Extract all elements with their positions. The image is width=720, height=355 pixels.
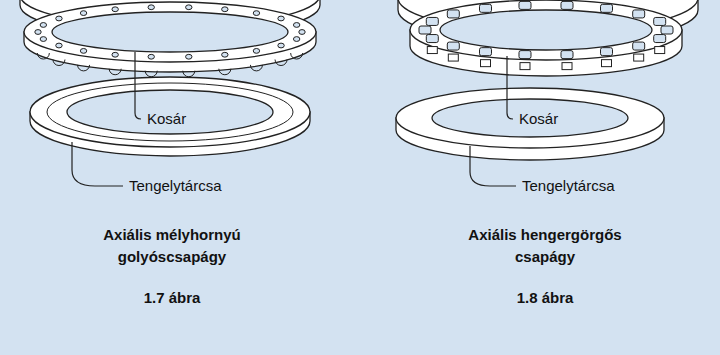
roller-pocket	[480, 48, 492, 56]
roller-pocket	[601, 48, 613, 56]
cage-hole	[293, 23, 299, 28]
ball-pocket	[145, 71, 157, 77]
cage-hole	[253, 11, 259, 16]
figure-caption: 1.7 ábra	[77, 287, 267, 309]
cage-hole	[80, 48, 86, 53]
roller	[634, 54, 644, 61]
figure-caption: 1.8 ábra	[450, 287, 640, 309]
roller	[427, 47, 437, 54]
roller	[655, 47, 665, 54]
cage-hole	[112, 7, 118, 12]
roller	[562, 63, 572, 70]
cage-hole	[148, 5, 154, 10]
roller	[448, 54, 458, 61]
roller-pocket	[426, 35, 438, 43]
cage-hole	[222, 7, 228, 12]
roller-pocket	[419, 26, 431, 34]
roller-pocket	[426, 17, 438, 25]
cage	[410, 0, 682, 60]
roller-pocket	[447, 10, 459, 18]
ball-pocket	[78, 65, 90, 71]
cage-bore	[52, 12, 288, 52]
roller-pocket	[561, 51, 573, 59]
roller-pocket	[654, 35, 666, 43]
cage-hole	[56, 43, 62, 48]
roller-pocket	[633, 10, 645, 18]
shaft-washer-bore	[432, 99, 628, 137]
raceway-groove	[47, 83, 293, 141]
roller-pocket	[654, 17, 666, 25]
roller-pocket	[519, 1, 531, 9]
cage-hole	[148, 54, 154, 59]
ball-pocket	[53, 60, 65, 66]
roller-pocket	[561, 1, 573, 9]
ball-pocket	[275, 60, 287, 66]
ball-pocket	[37, 53, 49, 59]
shaft-washer-bore	[67, 90, 273, 134]
cage-hole	[222, 52, 228, 57]
roller-pocket	[661, 26, 673, 34]
cage-hole	[35, 30, 41, 35]
cage-hole	[299, 30, 305, 35]
ball-pocket	[250, 65, 262, 71]
part-label: Tengelytárcsa	[127, 177, 224, 195]
figure-caption: Axiális mélyhornyú golyóscsapágy	[77, 224, 267, 268]
ball-pocket	[219, 69, 231, 75]
ball-pocket	[291, 53, 303, 59]
cage-hole	[80, 11, 86, 16]
roller-pocket	[447, 42, 459, 50]
roller-pocket	[519, 51, 531, 59]
ball-pocket	[183, 71, 195, 77]
roller-pocket	[480, 4, 492, 12]
shaft-washer	[30, 77, 310, 147]
leader-line	[135, 52, 141, 119]
cage-hole	[186, 5, 192, 10]
cage-hole	[278, 43, 284, 48]
roller-pocket	[633, 42, 645, 50]
roller	[602, 60, 612, 67]
part-label: Kosár	[145, 110, 188, 128]
leader-line	[470, 146, 516, 186]
shaft-washer	[396, 88, 664, 148]
leader-line	[507, 56, 513, 119]
cage-hole	[186, 54, 192, 59]
cage-hole	[112, 52, 118, 57]
roller-pocket	[601, 4, 613, 12]
cage-hole	[40, 37, 46, 42]
part-label: Tengelytárcsa	[520, 177, 617, 195]
roller	[481, 60, 491, 67]
cage-hole	[293, 37, 299, 42]
leader-line	[72, 142, 123, 186]
cage-bore	[440, 10, 652, 50]
cage-hole	[56, 16, 62, 21]
figure-caption: Axiális hengergörgős csapágy	[450, 224, 640, 268]
part-label: Kosár	[517, 110, 560, 128]
ball-pocket	[109, 69, 121, 75]
cage-hole	[278, 16, 284, 21]
roller	[520, 63, 530, 70]
cage-hole	[253, 48, 259, 53]
cage-hole	[40, 23, 46, 28]
cage	[24, 2, 316, 62]
